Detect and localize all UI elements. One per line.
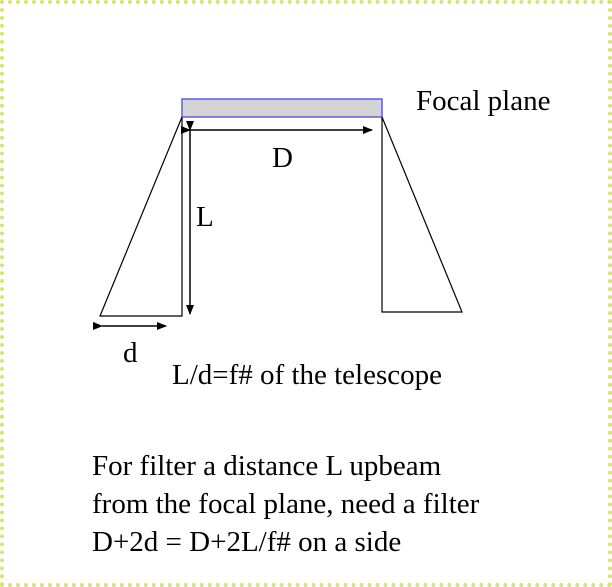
- note-line-3: D+2d = D+2L/f# on a side: [92, 526, 401, 558]
- D-label: D: [272, 142, 293, 174]
- ratio-label: L/d=f# of the telescope: [172, 359, 442, 391]
- L-label: L: [196, 201, 214, 233]
- note-line-2: from the focal plane, need a filter: [92, 488, 480, 520]
- left-beam-outline: [99, 116, 183, 317]
- right-beam-outline: [381, 116, 463, 313]
- focal-plane-rect: [181, 98, 383, 118]
- focal-plane-label: Focal plane: [416, 85, 550, 117]
- note-line-1: For filter a distance L upbeam: [92, 450, 442, 482]
- d-label: d: [123, 337, 138, 369]
